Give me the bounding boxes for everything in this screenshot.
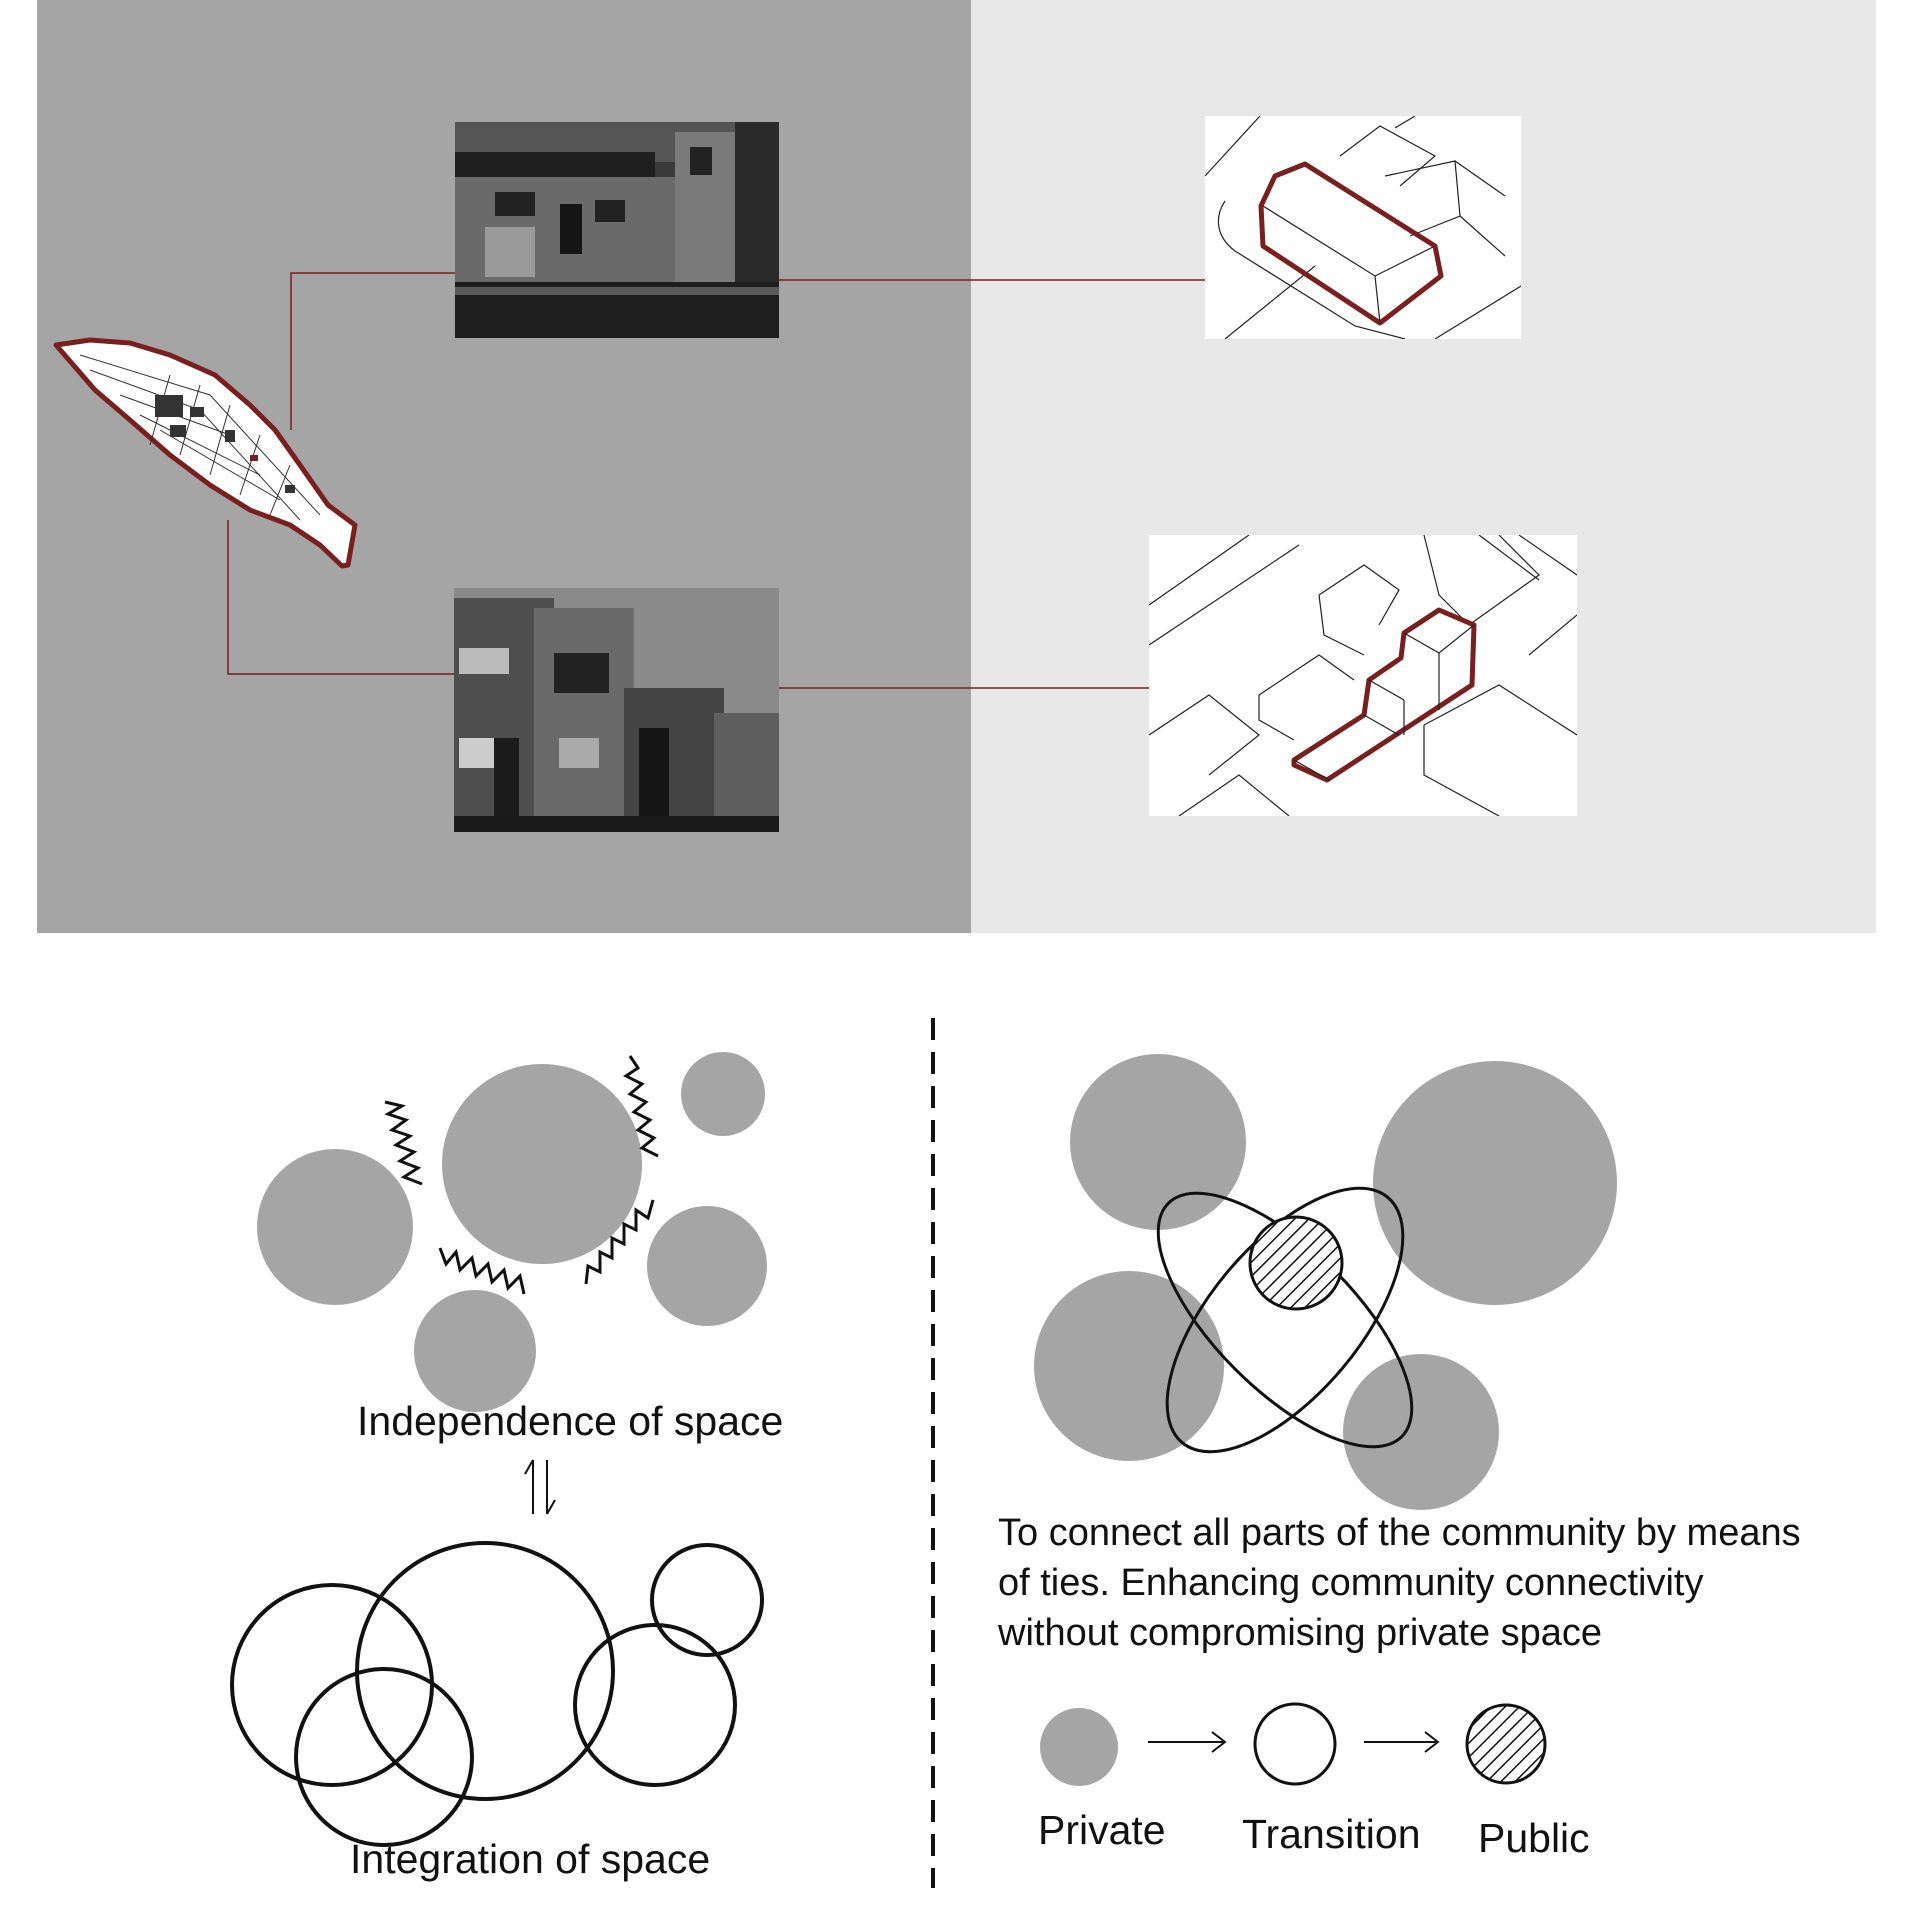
private-space-circle	[442, 1064, 642, 1264]
building-photo-1	[455, 122, 779, 338]
private-space-circle	[647, 1206, 767, 1326]
right-arrow-icon	[1364, 1731, 1440, 1753]
integration-diagram	[230, 1541, 764, 1847]
legend-transition-swatch	[1253, 1702, 1337, 1786]
public-space-circle	[1248, 1215, 1344, 1311]
private-space-circle	[1373, 1061, 1617, 1305]
transition-ellipse	[1165, 1186, 1405, 1454]
private-space-circle	[257, 1149, 413, 1305]
private-space-circle	[414, 1290, 536, 1412]
legend-transition-label: Transition	[1242, 1811, 1421, 1857]
legend-public-label: Public	[1478, 1815, 1590, 1861]
transition-space-circle	[573, 1623, 737, 1787]
description-text: To connect all parts of the community by…	[998, 1508, 1898, 1658]
description-line: without compromising private space	[998, 1612, 1603, 1654]
legend	[1040, 1702, 1547, 1786]
axonometric-building-2	[1149, 535, 1577, 816]
private-space-circle	[681, 1052, 765, 1136]
legend-private-label: Private	[1038, 1807, 1166, 1853]
legend-private-swatch	[1040, 1708, 1118, 1786]
independence-diagram	[257, 1052, 767, 1412]
reversible-arrows-icon	[524, 1459, 556, 1515]
dashed-divider	[931, 1018, 935, 1888]
private-space-circle	[1070, 1054, 1246, 1230]
description-line: To connect all parts of the community by…	[998, 1512, 1801, 1554]
transition-space-circle	[650, 1543, 764, 1657]
independence-label: Independence of space	[357, 1398, 784, 1444]
axonometric-building-1	[1205, 116, 1521, 339]
integration-label: Integration of space	[350, 1836, 711, 1882]
building-photo-2	[454, 588, 779, 832]
description-line: of ties. Enhancing community connectivit…	[998, 1562, 1704, 1604]
transition-space-circle	[355, 1541, 615, 1801]
site-plan-map-icon	[53, 337, 358, 569]
right-arrow-icon	[1148, 1731, 1227, 1753]
private-space-circle	[1343, 1354, 1499, 1510]
community-connection-diagram	[1034, 1054, 1617, 1510]
transition-space-circle	[294, 1667, 474, 1847]
legend-public-swatch	[1465, 1703, 1547, 1785]
private-space-circle	[1034, 1271, 1224, 1461]
connector-lines	[227, 272, 1205, 689]
